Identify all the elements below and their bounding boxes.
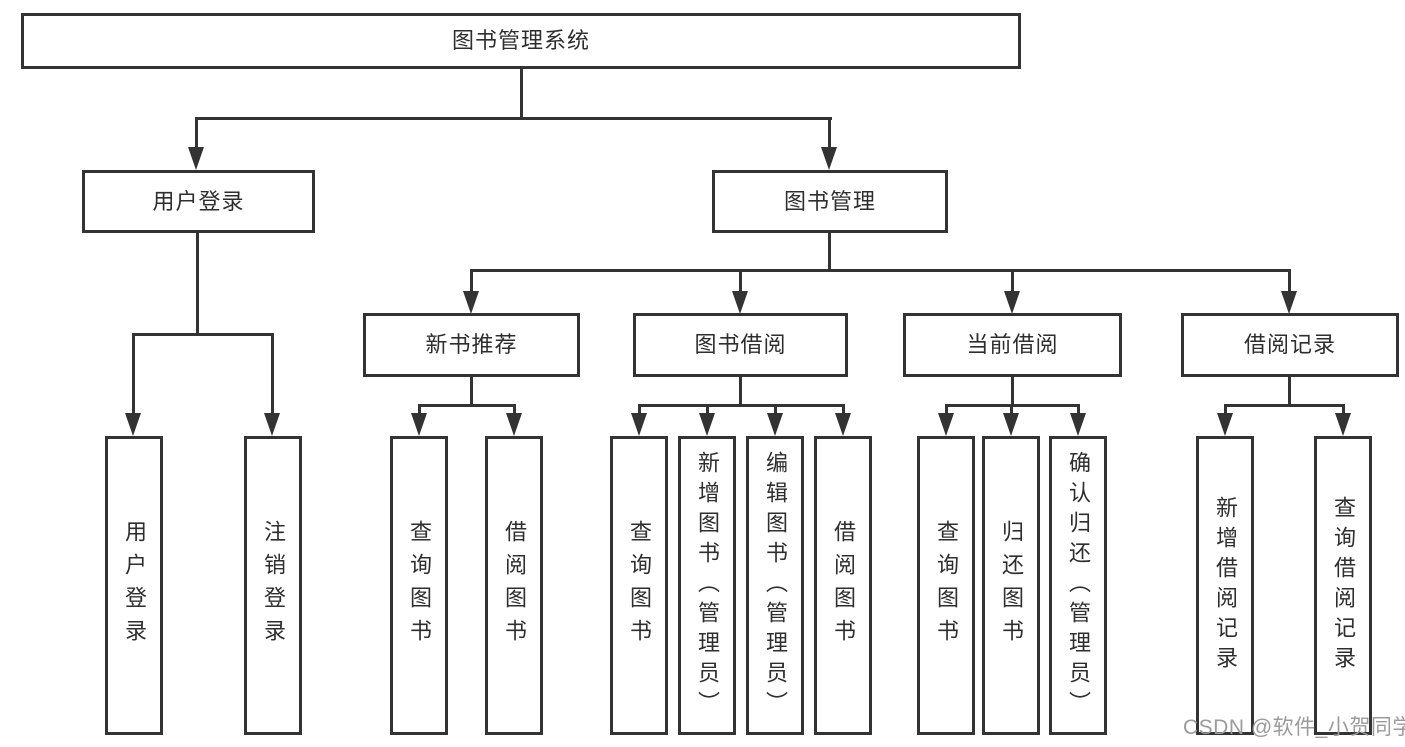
arrow-down-icon — [125, 413, 141, 436]
leaf-confirm-return-admin: 确认归还（管理员） — [1049, 436, 1107, 735]
connector-line — [1077, 404, 1080, 416]
arrow-down-icon — [821, 147, 837, 170]
connector-line — [520, 68, 523, 118]
leaf-logout: 注销登录 — [244, 436, 302, 735]
leaf-query-books-recommend: 查询图书 — [390, 436, 448, 735]
connector-line — [418, 404, 516, 407]
arrow-down-icon — [699, 413, 715, 436]
connector-line — [513, 404, 516, 416]
connector-line — [1010, 404, 1013, 416]
leaf-user-login: 用户登录 — [105, 436, 163, 735]
connector-line — [828, 117, 831, 148]
connector-line — [132, 333, 274, 336]
connector-line — [196, 233, 199, 336]
connector-line — [1342, 404, 1345, 416]
arrow-down-icon — [1335, 413, 1351, 436]
leaf-return-books: 归还图书 — [982, 436, 1040, 735]
leaf-query-books-current: 查询图书 — [917, 436, 975, 735]
csdn-watermark: CSDN @软件_小贺同学 — [1183, 716, 1405, 739]
node-book-management: 图书管理 — [712, 170, 948, 233]
leaf-borrow-books: 借阅图书 — [814, 436, 872, 735]
arrow-down-icon — [1003, 413, 1019, 436]
connector-line — [470, 269, 1291, 272]
connector-line — [1011, 377, 1014, 406]
connector-line — [828, 233, 831, 272]
arrow-down-icon — [631, 413, 647, 436]
arrow-down-icon — [1070, 413, 1086, 436]
connector-line — [774, 404, 777, 416]
connector-line — [470, 269, 473, 292]
connector-line — [842, 404, 845, 416]
arrow-down-icon — [835, 413, 851, 436]
leaf-edit-books-admin: 编辑图书（管理员） — [746, 436, 804, 735]
leaf-add-borrow-record: 新增借阅记录 — [1196, 436, 1254, 735]
connector-line — [1288, 377, 1291, 406]
connector-line — [638, 404, 641, 416]
arrow-down-icon — [1281, 291, 1297, 314]
arrow-down-icon — [264, 413, 280, 436]
arrow-down-icon — [1217, 413, 1233, 436]
arrow-down-icon — [732, 291, 748, 314]
connector-line — [1011, 269, 1014, 292]
leaf-borrow-books-recommend: 借阅图书 — [485, 436, 543, 735]
arrow-down-icon — [411, 413, 427, 436]
leaf-query-borrow-record: 查询借阅记录 — [1314, 436, 1372, 735]
connector-line — [739, 377, 742, 406]
node-book-borrowing: 图书借阅 — [633, 313, 848, 377]
arrow-down-icon — [506, 413, 522, 436]
connector-line — [195, 117, 832, 120]
connector-line — [739, 269, 742, 292]
connector-line — [271, 333, 274, 414]
connector-line — [706, 404, 709, 416]
arrow-down-icon — [938, 413, 954, 436]
connector-line — [1288, 269, 1291, 292]
connector-line — [418, 404, 421, 416]
arrow-down-icon — [767, 413, 783, 436]
connector-line — [1224, 404, 1345, 407]
connector-line — [638, 404, 844, 407]
connector-line — [945, 404, 948, 416]
node-current-borrowing: 当前借阅 — [903, 313, 1122, 377]
leaf-add-books-admin: 新增图书（管理员） — [678, 436, 736, 735]
node-borrowing-records: 借阅记录 — [1181, 313, 1399, 377]
connector-line — [132, 333, 135, 414]
connector-line — [195, 117, 198, 148]
node-user-login: 用户登录 — [82, 170, 315, 233]
node-new-book-recommendation: 新书推荐 — [363, 313, 580, 377]
connector-line — [470, 377, 473, 406]
arrow-down-icon — [463, 291, 479, 314]
arrow-down-icon — [188, 147, 204, 170]
node-root: 图书管理系统 — [21, 13, 1021, 69]
arrow-down-icon — [1004, 291, 1020, 314]
leaf-query-books-borrowing: 查询图书 — [610, 436, 668, 735]
connector-line — [1224, 404, 1227, 416]
